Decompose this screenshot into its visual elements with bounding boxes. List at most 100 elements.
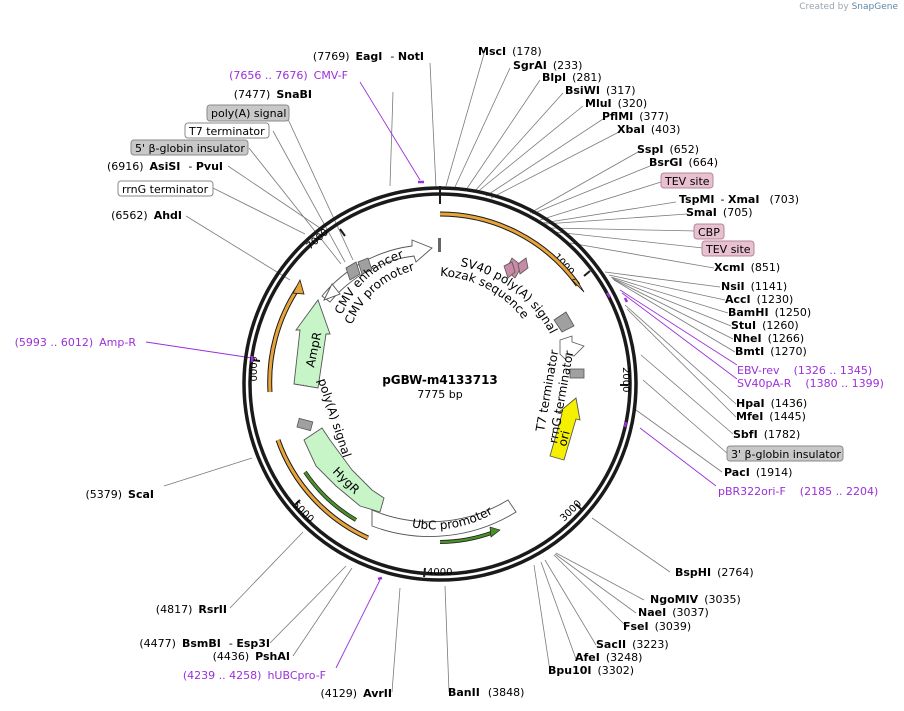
enzyme-fsei[interactable]: FseI(3039) <box>623 620 691 633</box>
primer-amp-r[interactable]: (5993 .. 6012)Amp-R <box>15 336 137 349</box>
enzyme-ngomiv[interactable]: NgoMIV(3035) <box>650 593 741 606</box>
plasmid-length: 7775 bp <box>417 388 462 401</box>
enzyme-eagi[interactable]: (7769)EagI- NotI <box>313 50 424 63</box>
orf-green-2-head <box>489 526 501 538</box>
feature-tev1-box[interactable]: TEV site <box>660 172 714 189</box>
cmv-promoter-arrow <box>323 283 341 301</box>
orf-left <box>268 287 300 393</box>
enzyme-bsrgi[interactable]: BsrGI(664) <box>649 156 718 169</box>
orf-top <box>439 212 580 286</box>
t7-terminator-shape <box>559 335 585 361</box>
kozak-mark <box>438 238 441 252</box>
enzyme-scai[interactable]: (5379)ScaI <box>85 488 154 501</box>
hygr-arrow <box>303 427 385 513</box>
feature-t7term-box[interactable]: T7 terminator <box>184 122 270 139</box>
feature-polya-label: poly(A) signal <box>211 107 286 120</box>
enzyme-xcmi[interactable]: XcmI(851) <box>714 261 780 274</box>
feature-bglobin3-label: 3' β-globin insulator <box>731 448 841 461</box>
enzyme-blpi[interactable]: BlpI(281) <box>542 71 602 84</box>
enzyme-tspmi[interactable]: TspMI- XmaI(703) <box>679 193 799 206</box>
primer-marks <box>250 180 629 581</box>
primer-hubcpro-f[interactable]: (4239 .. 4258)hUBCpro-F <box>183 669 326 682</box>
enzyme-bsiwi[interactable]: BsiWI(317) <box>565 84 636 97</box>
feature-tev2-label: TEV site <box>705 243 751 256</box>
primer-ebv-rev[interactable]: EBV-rev(1326 .. 1345) <box>737 364 872 377</box>
rrng-terminator-shape <box>569 368 585 379</box>
feature-cbp-box[interactable]: CBP <box>693 223 725 240</box>
enzyme-ahdi[interactable]: (6562)AhdI <box>111 209 182 222</box>
primers: (7656 .. 7676)CMV-F (5993 .. 6012)Amp-R … <box>15 69 884 682</box>
feature-polya-box[interactable]: poly(A) signal <box>206 104 290 122</box>
feature-rrngterm-box[interactable]: rrnG terminator <box>117 180 214 197</box>
enzyme-bmti[interactable]: BmtI(1270) <box>735 345 807 358</box>
enzyme-nsii[interactable]: NsiI(1141) <box>721 280 787 293</box>
tick-6000: 6000 <box>247 356 258 381</box>
orf-lower <box>276 439 369 540</box>
enzyme-afei[interactable]: AfeI(3248) <box>575 651 642 664</box>
enzyme-banii[interactable]: BanII(3848) <box>448 686 524 699</box>
enzymes-right: MscI(178) SgrAI(233) BlpI(281) BsiWI(317… <box>448 45 811 699</box>
plasmid-name: pGBW-m4133713 <box>382 373 498 387</box>
leader-lines <box>163 53 737 693</box>
enzyme-pshai[interactable]: (4436)PshAI <box>213 650 290 663</box>
feature-rrngterm-label: rrnG terminator <box>122 183 209 196</box>
enzyme-asisi[interactable]: (6916)AsiSI- PvuI <box>107 160 223 173</box>
polya-inner-shape <box>296 417 314 432</box>
enzyme-avrii[interactable]: (4129)AvrII <box>321 687 392 700</box>
enzyme-rsrii[interactable]: (4817)RsrII <box>156 603 227 616</box>
feature-bglobin5-label: 5' β-globin insulator <box>135 142 245 155</box>
feature-cbp-label: CBP <box>698 226 720 239</box>
credit-prefix: Created by <box>799 2 849 12</box>
enzyme-sbfi[interactable]: SbfI(1782) <box>733 428 800 441</box>
ori-label: ori <box>555 429 572 448</box>
snapgene-credit: Created by SnapGene <box>799 2 898 12</box>
enzyme-xbai[interactable]: XbaI(403) <box>617 123 680 136</box>
bglobin5-shape <box>345 261 361 281</box>
enzyme-mlui[interactable]: MluI(320) <box>585 97 647 110</box>
primer-lines <box>145 81 738 669</box>
feature-t7term-label: T7 terminator <box>188 125 265 138</box>
enzyme-sacii[interactable]: SacII(3223) <box>596 638 669 651</box>
ubc-promoter-arrow <box>371 499 517 537</box>
enzyme-bpu10i[interactable]: Bpu10I(3302) <box>548 664 634 677</box>
enzyme-acci[interactable]: AccI(1230) <box>725 293 793 306</box>
cbp-shape <box>517 257 529 275</box>
enzyme-msci[interactable]: MscI(178) <box>478 45 542 58</box>
primer-cmv-f[interactable]: (7656 .. 7676)CMV-F <box>229 69 348 82</box>
feature-bglobin3-box[interactable]: 3' β-globin insulator <box>726 445 844 462</box>
ori-arrow <box>549 397 581 461</box>
primer-sv40pa-r[interactable]: SV40pA-R(1380 .. 1399) <box>737 377 884 390</box>
enzyme-sspi[interactable]: SspI(652) <box>637 143 699 156</box>
ampr-arrow <box>293 299 331 389</box>
enzymes-left: (7769)EagI- NotI (7477)SnaBI (6916)AsiSI… <box>85 50 424 700</box>
enzyme-smai[interactable]: SmaI(705) <box>686 206 753 219</box>
primer-pbr322ori-f[interactable]: pBR322ori-F(2185 .. 2204) <box>718 485 878 498</box>
credit-brand: SnapGene <box>851 2 898 12</box>
orf-green-1 <box>303 471 357 522</box>
feature-tev2-box[interactable]: TEV site <box>701 240 755 257</box>
enzyme-bsphi[interactable]: BspHI(2764) <box>675 566 754 579</box>
orf-top-head <box>571 278 585 293</box>
enzyme-naei[interactable]: NaeI(3037) <box>638 606 709 619</box>
tick-4000: 4000 <box>427 567 452 578</box>
enzyme-nhei[interactable]: NheI(1266) <box>733 332 804 345</box>
enzyme-bsmbi[interactable]: (4477)BsmBI- Esp3I <box>139 637 270 650</box>
orf-left-head <box>292 278 305 295</box>
tick-2000: 2000 <box>620 367 631 392</box>
enzyme-mfei[interactable]: MfeI(1445) <box>736 410 806 423</box>
tev-site-2-shape <box>503 261 516 279</box>
feature-tev1-label: TEV site <box>664 175 710 188</box>
polya-top-shape <box>357 257 373 275</box>
enzyme-hpai[interactable]: HpaI(1436) <box>736 397 807 410</box>
enzyme-sgrai[interactable]: SgrAI(233) <box>513 59 582 72</box>
boxed-features: poly(A) signal T7 terminator 5' β-globin… <box>117 104 844 462</box>
enzyme-snabi[interactable]: (7477)SnaBI <box>234 88 312 101</box>
ruler-ticks <box>251 186 628 578</box>
enzyme-pflmi[interactable]: PflMI(377) <box>602 110 669 123</box>
sv40-polya-shape <box>553 311 575 333</box>
enzyme-stui[interactable]: StuI(1260) <box>731 319 799 332</box>
feature-bglobin5-box[interactable]: 5' β-globin insulator <box>130 139 249 156</box>
enzyme-paci[interactable]: PacI(1914) <box>724 466 792 479</box>
enzyme-bamhi[interactable]: BamHI(1250) <box>728 306 811 319</box>
